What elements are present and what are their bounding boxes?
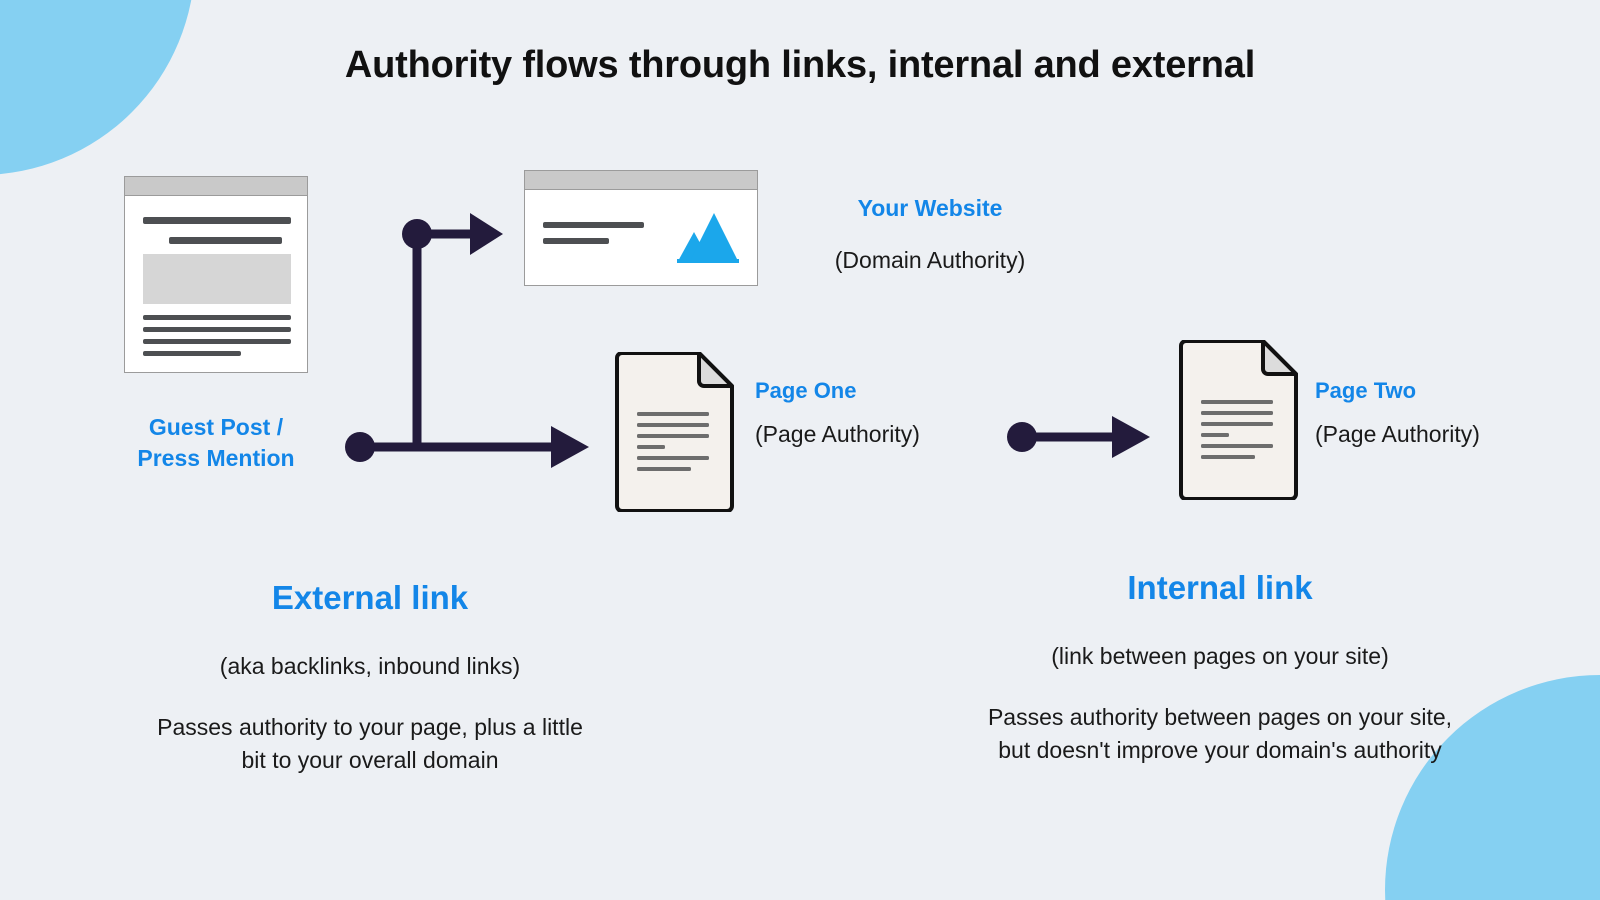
your-website-sublabel-text: (Domain Authority) (834, 246, 1026, 273)
guest-post-label-line2: Press Mention (137, 444, 295, 471)
headline-line (143, 217, 291, 224)
page-one-label: Page One (Page Authority) (755, 377, 920, 449)
your-website-browser-icon (524, 170, 758, 286)
page-two-sublabel-text: (Page Authority) (1315, 420, 1480, 447)
browser-titlebar (525, 171, 757, 190)
subheadline-line (169, 237, 282, 244)
guest-post-browser-icon (124, 176, 308, 373)
page-two-label-text: Page Two (1315, 378, 1417, 403)
guest-post-label: Guest Post / Press Mention (84, 412, 348, 474)
internal-link-title: Internal link (1127, 569, 1313, 606)
page-one-label-text: Page One (755, 378, 857, 403)
browser-titlebar (125, 177, 307, 196)
browser-content (125, 196, 307, 372)
page-two-label: Page Two (Page Authority) (1315, 377, 1480, 449)
image-placeholder-block (143, 254, 291, 304)
page-two-document-icon (1177, 339, 1301, 505)
mountain-image-icon (657, 201, 745, 268)
body-line (543, 222, 644, 228)
page-one-sublabel-text: (Page Authority) (755, 420, 920, 447)
guest-post-label-line1: Guest Post / (148, 414, 284, 440)
body-line (143, 327, 291, 332)
body-line-short (143, 351, 241, 356)
browser-content (525, 190, 757, 285)
external-link-body: Passes authority to your page, plus a li… (157, 714, 583, 774)
external-link-subtitle: (aka backlinks, inbound links) (219, 652, 521, 679)
external-link-title: External link (271, 579, 469, 616)
page-one-document-icon (613, 351, 737, 517)
body-line (143, 315, 291, 320)
internal-link-explanation: Internal link (link between pages on you… (978, 568, 1462, 767)
your-website-label-text: Your Website (857, 195, 1003, 221)
your-website-label: Your Website (Domain Authority) (790, 194, 1070, 276)
internal-link-subtitle: (link between pages on your site) (1051, 642, 1389, 669)
page-title: Authority flows through links, internal … (344, 44, 1256, 86)
internal-link-body: Passes authority between pages on your s… (987, 704, 1453, 764)
body-line (143, 339, 291, 344)
body-line-short (543, 238, 609, 244)
external-link-explanation: External link (aka backlinks, inbound li… (142, 578, 598, 777)
